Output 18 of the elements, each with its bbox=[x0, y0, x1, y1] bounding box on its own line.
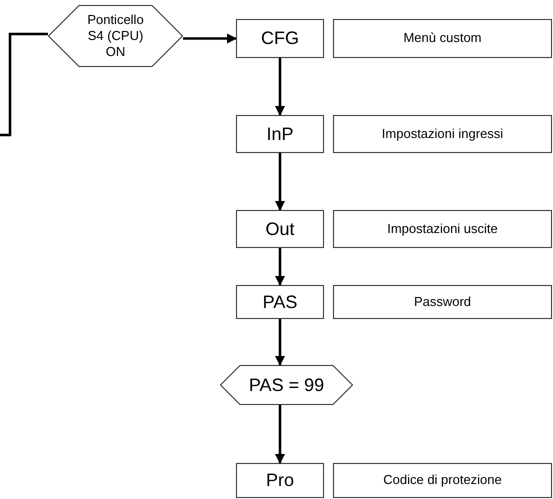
process-box: PAS bbox=[236, 285, 324, 319]
arrow bbox=[275, 405, 285, 464]
process-box: Pro bbox=[236, 463, 324, 498]
arrow bbox=[275, 248, 285, 286]
hexagon-node: Ponticello S4 (CPU) ON bbox=[48, 5, 183, 67]
description-box: Password bbox=[333, 285, 552, 319]
arrow bbox=[275, 58, 285, 116]
description-box: Impostazioni ingressi bbox=[333, 115, 552, 153]
hexagon-node: PAS = 99 bbox=[220, 365, 353, 405]
description-box: Codice di protezione bbox=[333, 463, 552, 498]
process-box: CFG bbox=[236, 19, 324, 58]
description-box: Impostazioni uscite bbox=[333, 210, 552, 248]
arrow bbox=[183, 34, 237, 44]
arrow bbox=[275, 153, 285, 211]
process-box: InP bbox=[236, 115, 324, 153]
process-box: Out bbox=[236, 210, 324, 248]
description-box: Menù custom bbox=[333, 19, 552, 58]
arrow bbox=[275, 319, 285, 366]
